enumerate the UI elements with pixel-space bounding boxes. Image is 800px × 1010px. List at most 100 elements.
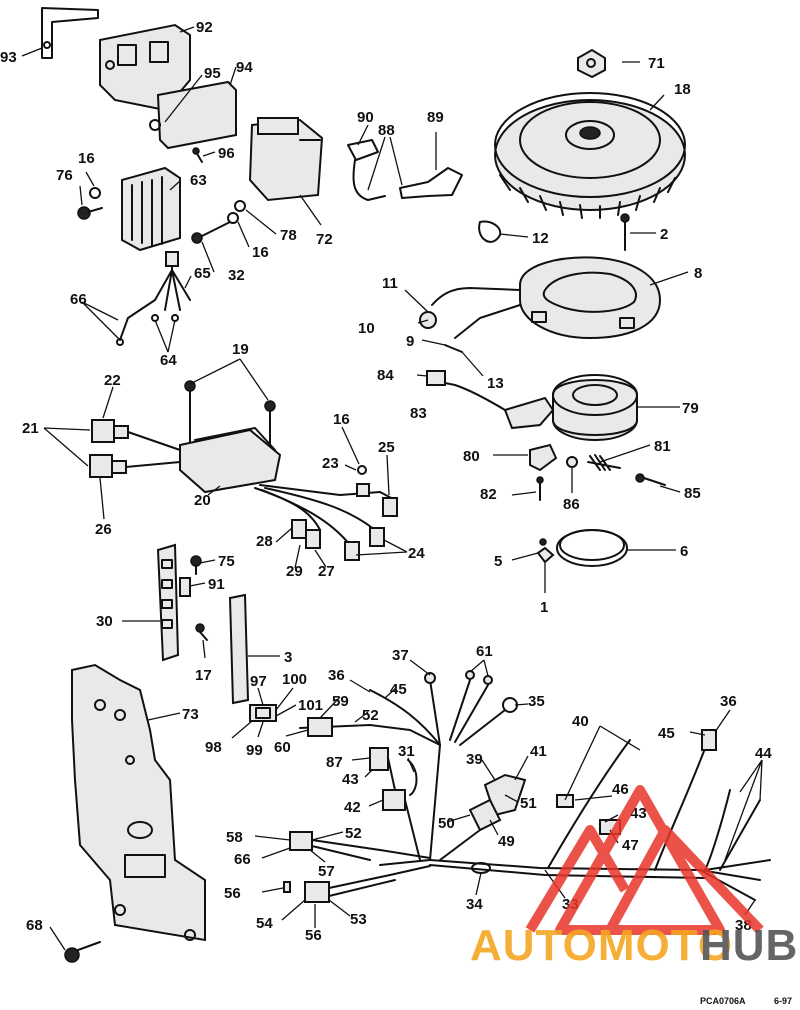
callout-96: 96 — [218, 145, 235, 162]
callout-34: 34 — [466, 896, 483, 913]
callout-42: 42 — [344, 799, 361, 816]
callout-44: 44 — [755, 745, 772, 762]
callout-84: 84 — [377, 367, 394, 384]
leads-64-65-66 — [116, 251, 191, 346]
watermark-text: AUTOMOTO HUB — [470, 921, 798, 970]
callout-79: 79 — [682, 400, 699, 417]
washer-16b — [227, 212, 239, 224]
watermark-brand-part2: HUB — [700, 921, 798, 970]
callout-65: 65 — [194, 265, 211, 282]
callout-73: 73 — [182, 706, 199, 723]
callout-29: 29 — [286, 563, 303, 580]
callout-82: 82 — [480, 486, 497, 503]
connectors-57-58-66 — [289, 831, 431, 861]
callout-86: 86 — [563, 496, 580, 513]
callout-31: 31 — [398, 743, 415, 760]
callout-83: 83 — [410, 405, 427, 422]
callout-6: 6 — [680, 543, 688, 560]
bolt-68 — [64, 941, 101, 963]
callout-50: 50 — [438, 815, 455, 832]
callout-80: 80 — [463, 448, 480, 465]
callout-53: 53 — [350, 911, 367, 928]
screw-96 — [192, 147, 203, 163]
callout-61: 61 — [476, 643, 493, 660]
callout-78: 78 — [280, 227, 297, 244]
screws-19 — [184, 380, 276, 446]
callout-89: 89 — [427, 109, 444, 126]
callout-66b: 66 — [234, 851, 251, 868]
callout-52b: 52 — [345, 825, 362, 842]
callout-99: 99 — [246, 742, 263, 759]
callout-101: 101 — [298, 697, 323, 714]
callout-24: 24 — [408, 545, 425, 562]
connectors-21-22-26 — [89, 419, 181, 478]
screw-5 — [536, 538, 555, 564]
callout-43a: 43 — [342, 771, 359, 788]
callout-11: 11 — [382, 275, 398, 292]
callout-45a: 45 — [390, 681, 407, 698]
callout-68: 68 — [26, 917, 43, 934]
callout-20: 20 — [194, 492, 211, 509]
callout-1: 1 — [540, 599, 548, 616]
power-pack-20 — [179, 427, 282, 494]
nut-71 — [577, 48, 606, 79]
callout-19: 19 — [232, 341, 249, 358]
callout-56a: 56 — [224, 885, 241, 902]
harness-24-27-28-29 — [254, 484, 398, 561]
callout-81: 81 — [654, 438, 671, 455]
callout-16c: 16 — [333, 411, 350, 428]
strip-3 — [228, 593, 250, 705]
callout-51: 51 — [520, 795, 537, 812]
ignition-coil-72 — [248, 117, 324, 202]
callout-72: 72 — [316, 231, 333, 248]
timer-base-79 — [503, 374, 638, 441]
callout-25: 25 — [378, 439, 395, 456]
callout-100: 100 — [282, 671, 307, 688]
callout-36a: 36 — [328, 667, 345, 684]
screw-17 — [195, 623, 208, 641]
callout-52a: 52 — [362, 707, 379, 724]
callout-75: 75 — [218, 553, 235, 570]
callout-45b: 45 — [658, 725, 675, 742]
jumper-91 — [179, 577, 191, 597]
link-80 — [529, 443, 558, 472]
callout-3: 3 — [284, 649, 292, 666]
callout-22: 22 — [104, 372, 121, 389]
sensor-83-84 — [426, 370, 506, 411]
callout-66: 66 — [70, 291, 87, 308]
washer-16a — [89, 187, 101, 199]
callout-28: 28 — [256, 533, 273, 550]
callout-32: 32 — [228, 267, 245, 284]
callout-91: 91 — [208, 576, 225, 593]
flywheel-18 — [494, 92, 686, 219]
screw-76 — [77, 206, 103, 220]
terminal-23-25 — [356, 465, 370, 497]
callout-97: 97 — [250, 673, 267, 690]
callout-94: 94 — [236, 59, 253, 76]
callout-92: 92 — [196, 19, 213, 36]
screw-32 — [191, 221, 231, 244]
stator-8 — [519, 256, 662, 340]
callout-27: 27 — [318, 563, 335, 580]
callout-90: 90 — [357, 109, 374, 126]
bracket-93 — [41, 7, 99, 59]
callout-23: 23 — [322, 455, 339, 472]
callout-9: 9 — [406, 333, 414, 350]
bushing-86 — [566, 456, 578, 468]
screw-2 — [620, 213, 630, 251]
callout-41: 41 — [530, 743, 547, 760]
callout-46: 46 — [612, 781, 629, 798]
mounting-plate-73 — [71, 663, 206, 942]
callout-98: 98 — [205, 739, 222, 756]
terminal-block-30 — [156, 543, 180, 662]
watermark-logo — [525, 785, 764, 935]
callout-56: 56 — [305, 927, 322, 944]
callout-13: 13 — [487, 375, 504, 392]
callout-17: 17 — [195, 667, 212, 684]
callout-labels: 93 92 94 95 96 71 18 2 12 8 11 10 9 13 8… — [0, 19, 792, 1006]
washer-95 — [149, 119, 161, 131]
clamp-12 — [478, 220, 502, 243]
callout-40: 40 — [572, 713, 589, 730]
callout-5: 5 — [494, 553, 502, 570]
